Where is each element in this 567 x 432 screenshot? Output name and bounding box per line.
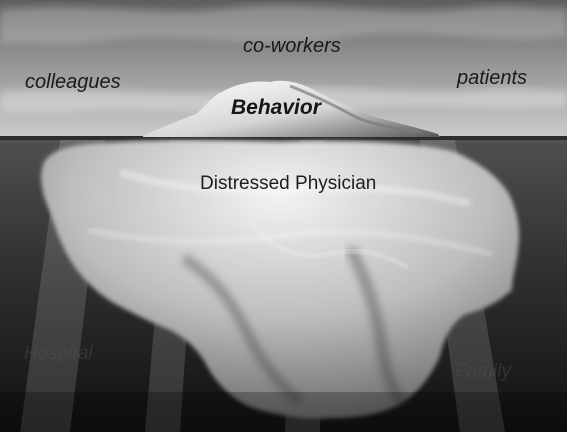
label-colleagues: colleagues (25, 72, 121, 92)
label-patients: patients (457, 68, 527, 88)
label-family: Family (455, 362, 511, 381)
label-co-workers: co-workers (243, 36, 341, 56)
label-hospital: Hospital (24, 344, 93, 363)
label-behavior: Behavior (231, 97, 321, 118)
label-distressed-physician: Distressed Physician (200, 174, 376, 193)
